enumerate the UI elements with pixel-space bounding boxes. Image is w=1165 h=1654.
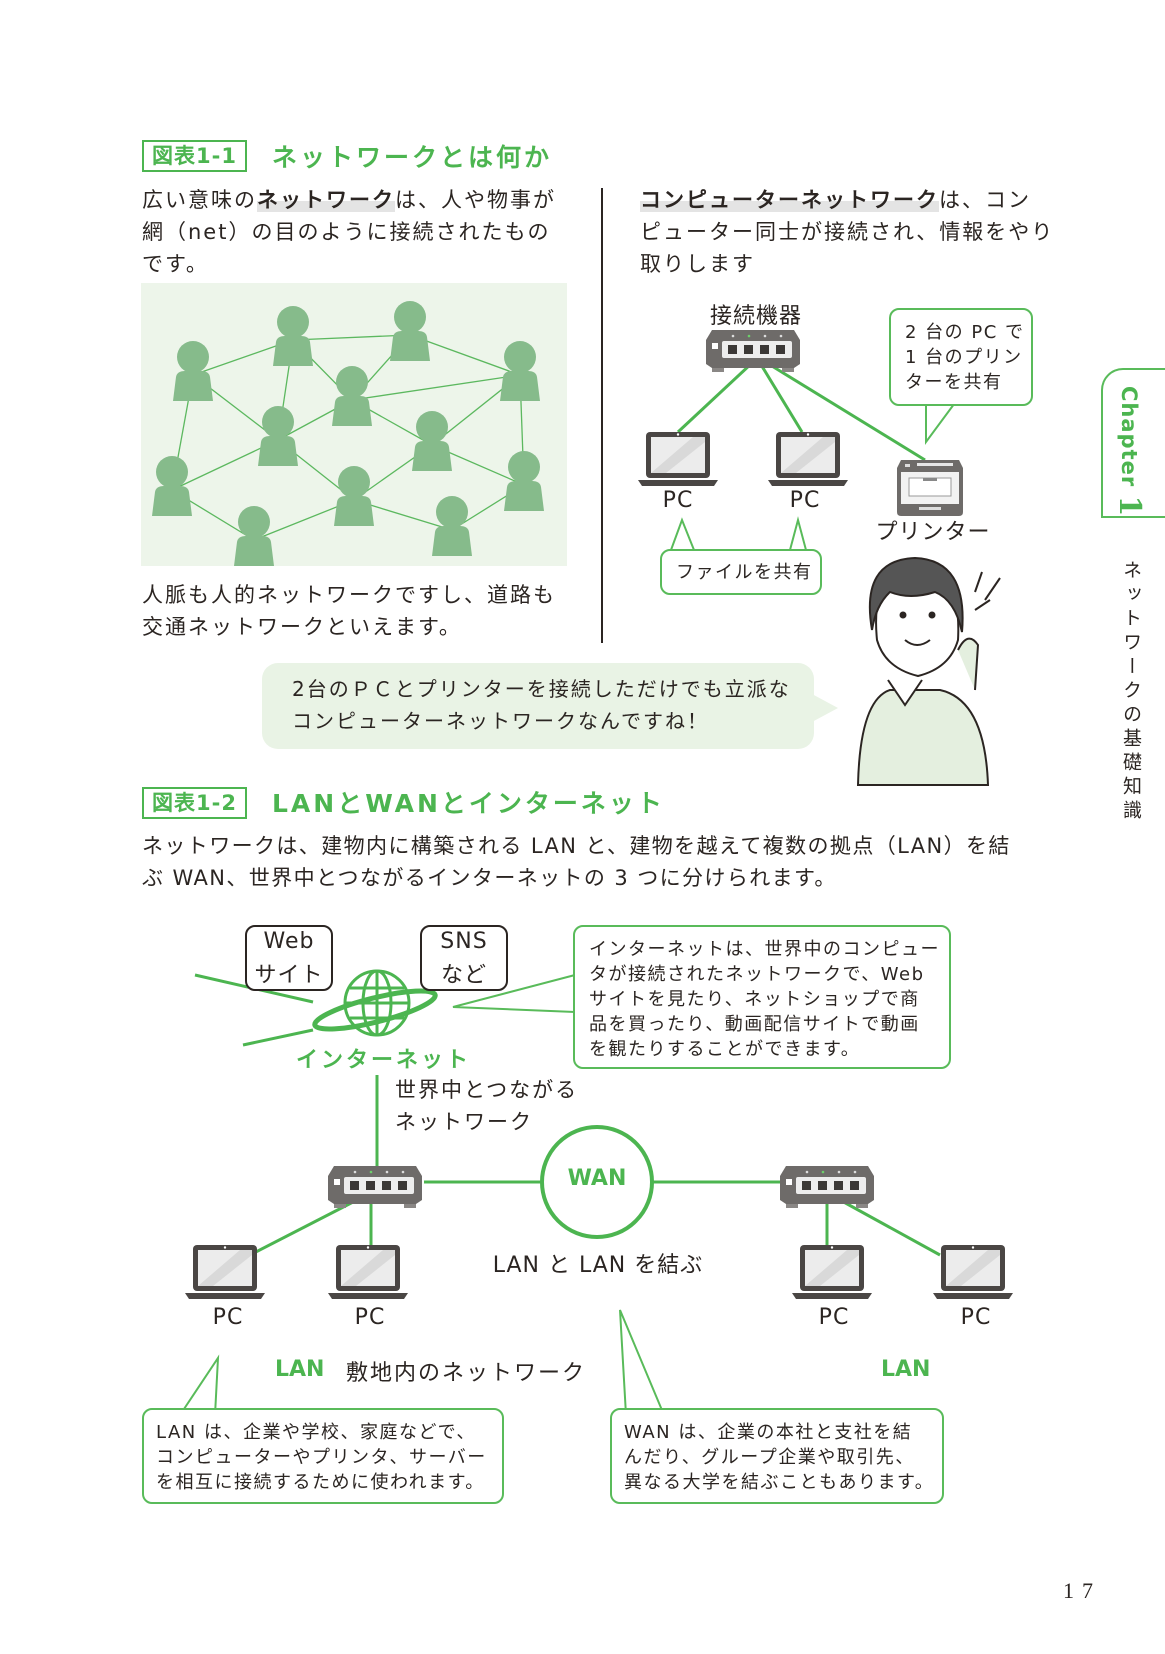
- callout-line: を相互に接続するために使われます。: [156, 1472, 485, 1493]
- caption-text: 交通ネットワークといえます。: [142, 615, 462, 639]
- woman-illustration: [856, 556, 1001, 786]
- globe-icon: [312, 969, 438, 1037]
- network-caption: 人脈も人的ネットワークですし、道路も 交通ネットワークといえます。: [142, 579, 556, 643]
- wan-description: LAN と LAN を結ぶ: [492, 1253, 704, 1278]
- chapter-number: 1: [1112, 495, 1147, 518]
- intro-text: は、コン: [939, 188, 1031, 212]
- callout-line: 異なる大学を結ぶこともあります。: [624, 1472, 935, 1493]
- wan-callout: WAN は、企業の本社と支社を結 んだり、グループ企業や取引先、 異なる大学を結…: [610, 1408, 944, 1504]
- desc-line: 世界中とつながる: [395, 1078, 579, 1102]
- lan-label: LAN: [881, 1357, 931, 1382]
- callout-tail: [925, 395, 961, 446]
- laptop-icon: [792, 1245, 872, 1299]
- callout-line: インターネットは、世界中のコンピュー: [589, 939, 940, 960]
- callout-line: 1 台のプリン: [905, 347, 1023, 368]
- chapter-label: Chapter 1: [1112, 386, 1147, 517]
- internet-callout: インターネットは、世界中のコンピュー タが接続されたネットワークで、Web サイ…: [573, 925, 951, 1069]
- laptop-icon: [933, 1245, 1013, 1299]
- callout-line: サイトを見たり、ネットショップで商: [589, 989, 920, 1010]
- highlight-term: ネットワーク: [257, 188, 395, 212]
- internet-description: 世界中とつながる ネットワーク: [395, 1074, 578, 1138]
- lan-callout: LAN は、企業や学校、家庭などで、 コンピューターやプリンタ、サーバー を相互…: [142, 1408, 504, 1504]
- laptop-icon: [638, 432, 718, 486]
- wan-circle: [540, 1125, 654, 1239]
- pc-label: PC: [212, 1305, 244, 1330]
- intro-text: ネットワークは、建物内に構築される LAN と、建物を越えて複数の拠点（LAN）…: [142, 834, 1011, 858]
- pc-label: PC: [662, 488, 694, 513]
- intro-text: です。: [142, 252, 209, 276]
- box-line: など: [440, 963, 487, 988]
- network-switch-icon: [780, 1166, 874, 1208]
- callout-line: LAN は、企業や学校、家庭などで、: [156, 1422, 476, 1443]
- callout-line: WAN は、企業の本社と支社を結: [624, 1422, 913, 1443]
- callout-tail: [452, 974, 576, 1013]
- device-label: 接続機器: [709, 304, 802, 329]
- internet-label: インターネット: [296, 1048, 472, 1073]
- chapter-word: Chapter: [1117, 386, 1141, 488]
- computer-network-links: [676, 361, 926, 462]
- caption-text: 人脈も人的ネットワークですし、道路も: [142, 583, 556, 607]
- page-number: 17: [1063, 1578, 1101, 1603]
- desc-line: ネットワーク: [395, 1110, 533, 1134]
- callout-line: を観たりすることができます。: [589, 1039, 861, 1060]
- pc-label: PC: [354, 1305, 386, 1330]
- callout-tail: [789, 516, 807, 551]
- network-intro: 広い意味のネットワークは、人や物事が 網（net）の目のように接続されたもの で…: [142, 184, 556, 280]
- laptop-icon: [328, 1245, 408, 1299]
- computer-network-intro: コンピューターネットワークは、コン ピューター同士が接続され、情報をやり 取りし…: [640, 184, 1054, 280]
- intro-text: 広い意味の: [142, 188, 257, 212]
- intro-text: は、人や物事が: [395, 188, 556, 212]
- chapter-tab: [1101, 368, 1165, 518]
- wan-label: WAN: [567, 1166, 627, 1191]
- callout-tail: [179, 1354, 220, 1416]
- file-share-callout: ファイルを共有: [660, 549, 822, 595]
- highlight-term: コンピューターネットワーク: [640, 188, 939, 212]
- callout-line: 2 台の PC で: [905, 322, 1025, 343]
- speech-line: コンピューターネットワークなんですね！: [292, 709, 709, 733]
- laptop-icon: [185, 1245, 265, 1299]
- printer-share-callout: 2 台の PC で 1 台のプリン ターを共有: [889, 308, 1033, 406]
- figure-tag: 図表1-1: [142, 140, 247, 172]
- intro-text: ピューター同士が接続され、情報をやり: [640, 220, 1055, 244]
- printer-label: プリンター: [875, 520, 991, 545]
- callout-tail: [670, 517, 695, 551]
- pc-label: PC: [818, 1305, 850, 1330]
- intro-text: 網（net）の目のように接続されたもの: [142, 220, 551, 244]
- intro-text: ぶ WAN、世界中とつながるインターネットの 3 つに分けられます。: [142, 866, 837, 890]
- sns-box: SNS など: [420, 925, 508, 991]
- printer-icon: [897, 460, 963, 516]
- section-title: ネットワークの基礎知識: [1120, 560, 1142, 824]
- figure-title: ネットワークとは何か: [272, 143, 553, 172]
- callout-tail: [619, 1309, 665, 1416]
- laptop-icon: [768, 432, 848, 486]
- callout-line: ターを共有: [905, 372, 1003, 393]
- figure-tag: 図表1-2: [142, 787, 247, 819]
- pc-label: PC: [789, 488, 821, 513]
- box-line: サイト: [254, 963, 324, 988]
- speech-line: 2台のＰＣとプリンターを接続しただけでも立派な: [292, 677, 791, 701]
- pc-label: PC: [960, 1305, 992, 1330]
- callout-line: タが接続されたネットワークで、Web: [589, 964, 925, 985]
- callout-line: 品を買ったり、動画配信サイトで動画: [589, 1014, 920, 1035]
- network-switch-icon: [328, 1166, 422, 1208]
- figure-title: LANとWANとインターネット: [272, 789, 665, 818]
- speech-bubble: 2台のＰＣとプリンターを接続しただけでも立派な コンピューターネットワークなんで…: [292, 673, 791, 737]
- intro-text: 取りします: [640, 252, 755, 276]
- web-site-box: Web サイト: [245, 925, 333, 991]
- callout-line: んだり、グループ企業や取引先、: [624, 1447, 915, 1468]
- speech-bubble-bg: [262, 663, 814, 749]
- wan-links: [375, 1075, 784, 1184]
- box-line: Web: [263, 929, 315, 954]
- callout-line: コンピューターやプリンタ、サーバー: [156, 1447, 487, 1468]
- lan-description: 敷地内のネットワーク: [346, 1361, 587, 1386]
- box-line: SNS: [440, 929, 488, 954]
- figure2-intro: ネットワークは、建物内に構築される LAN と、建物を越えて複数の拠点（LAN）…: [142, 830, 1011, 894]
- network-switch-icon: [706, 330, 800, 372]
- lan-label: LAN: [275, 1357, 325, 1382]
